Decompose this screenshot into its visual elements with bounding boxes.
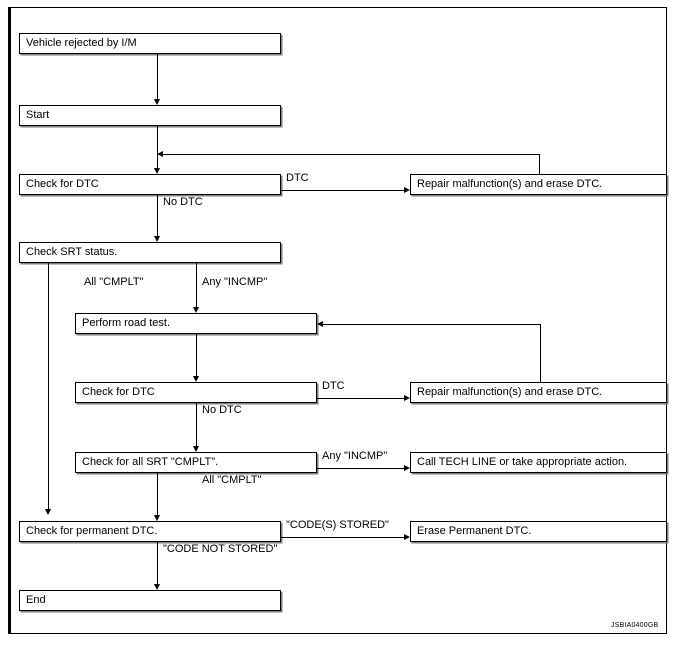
connector-vehicle-to-start <box>157 54 158 99</box>
edge-label-all-cmplt-1: All "CMPLT" <box>84 276 144 288</box>
connector-start-to-check-dtc-1 <box>157 126 158 168</box>
node-check-permanent-dtc: Check for permanent DTC. <box>19 521 281 542</box>
node-check-dtc-1: Check for DTC <box>19 174 281 195</box>
edge-label-no-dtc-2: No DTC <box>202 404 242 416</box>
node-end: End <box>19 590 281 611</box>
figure-border <box>8 7 667 634</box>
connector-repair-2-loop-horizontal <box>323 324 541 325</box>
connector-permanent-dtc-to-erase <box>281 537 405 538</box>
edge-label-no-dtc-1: No DTC <box>163 196 203 208</box>
connector-permanent-dtc-to-end <box>157 542 158 584</box>
connector-check-dtc-1-to-srt <box>157 195 158 236</box>
node-perform-road-test: Perform road test. <box>75 313 317 334</box>
arrowhead-repair-1-in <box>404 186 410 193</box>
node-call-tech-line: Call TECH LINE or take appropriate actio… <box>410 452 667 473</box>
connector-all-srt-to-tech-line <box>317 468 405 469</box>
connector-check-dtc-2-to-repair-2 <box>317 398 405 399</box>
arrowhead-start-in <box>153 99 160 105</box>
node-check-srt-status: Check SRT status. <box>19 242 281 263</box>
edge-label-any-incmp-1: Any "INCMP" <box>202 276 268 288</box>
node-erase-permanent-dtc: Erase Permanent DTC. <box>410 521 667 542</box>
arrowhead-end-in <box>153 584 160 590</box>
connector-check-dtc-1-to-repair-1 <box>281 190 405 191</box>
connector-repair-1-loop-riser <box>539 154 540 175</box>
arrowhead-permanent-dtc-in-mid <box>153 515 160 521</box>
connector-road-test-to-check-dtc-2 <box>196 334 197 376</box>
connector-repair-1-loop-horizontal <box>162 154 540 155</box>
arrowhead-check-dtc-2-in <box>192 376 199 382</box>
arrowhead-tech-line-in <box>404 464 410 471</box>
edge-label-dtc-2: DTC <box>322 380 345 392</box>
node-check-all-srt: Check for all SRT "CMPLT". <box>75 452 317 473</box>
connector-repair-2-loop-riser <box>540 324 541 382</box>
edge-label-dtc-1: DTC <box>286 172 309 184</box>
arrowhead-repair-2-in <box>404 394 410 401</box>
arrowhead-check-srt-in <box>153 236 160 242</box>
figure-id-code: JSBIA0400GB <box>611 622 659 629</box>
arrowhead-erase-permanent-in <box>404 533 410 540</box>
node-repair-2: Repair malfunction(s) and erase DTC. <box>410 382 667 403</box>
connector-check-dtc-2-to-all-srt <box>196 403 197 446</box>
arrowhead-repair-1-loop-merge <box>157 150 163 157</box>
node-start: Start <box>19 105 281 126</box>
connector-srt-any-incmp <box>196 263 197 307</box>
arrowhead-check-dtc-1-in <box>153 168 160 174</box>
arrowhead-permanent-dtc-in-left <box>44 509 51 515</box>
node-vehicle-rejected: Vehicle rejected by I/M <box>19 33 281 54</box>
connector-srt-all-cmplt-drop <box>48 263 49 509</box>
edge-label-codes-stored: "CODE(S) STORED" <box>286 519 389 531</box>
arrowhead-road-test-in <box>192 307 199 313</box>
edge-label-any-incmp-2: Any "INCMP" <box>322 450 388 462</box>
node-check-dtc-2: Check for DTC <box>75 382 317 403</box>
connector-all-srt-to-permanent-dtc <box>157 473 158 515</box>
arrowhead-check-all-srt-in <box>192 446 199 452</box>
node-repair-1: Repair malfunction(s) and erase DTC. <box>410 174 667 195</box>
edge-label-all-cmplt-2: All "CMPLT" <box>202 474 262 486</box>
edge-label-code-not-stored: "CODE NOT STORED" <box>163 543 278 555</box>
arrowhead-road-test-loop-in <box>317 320 323 327</box>
